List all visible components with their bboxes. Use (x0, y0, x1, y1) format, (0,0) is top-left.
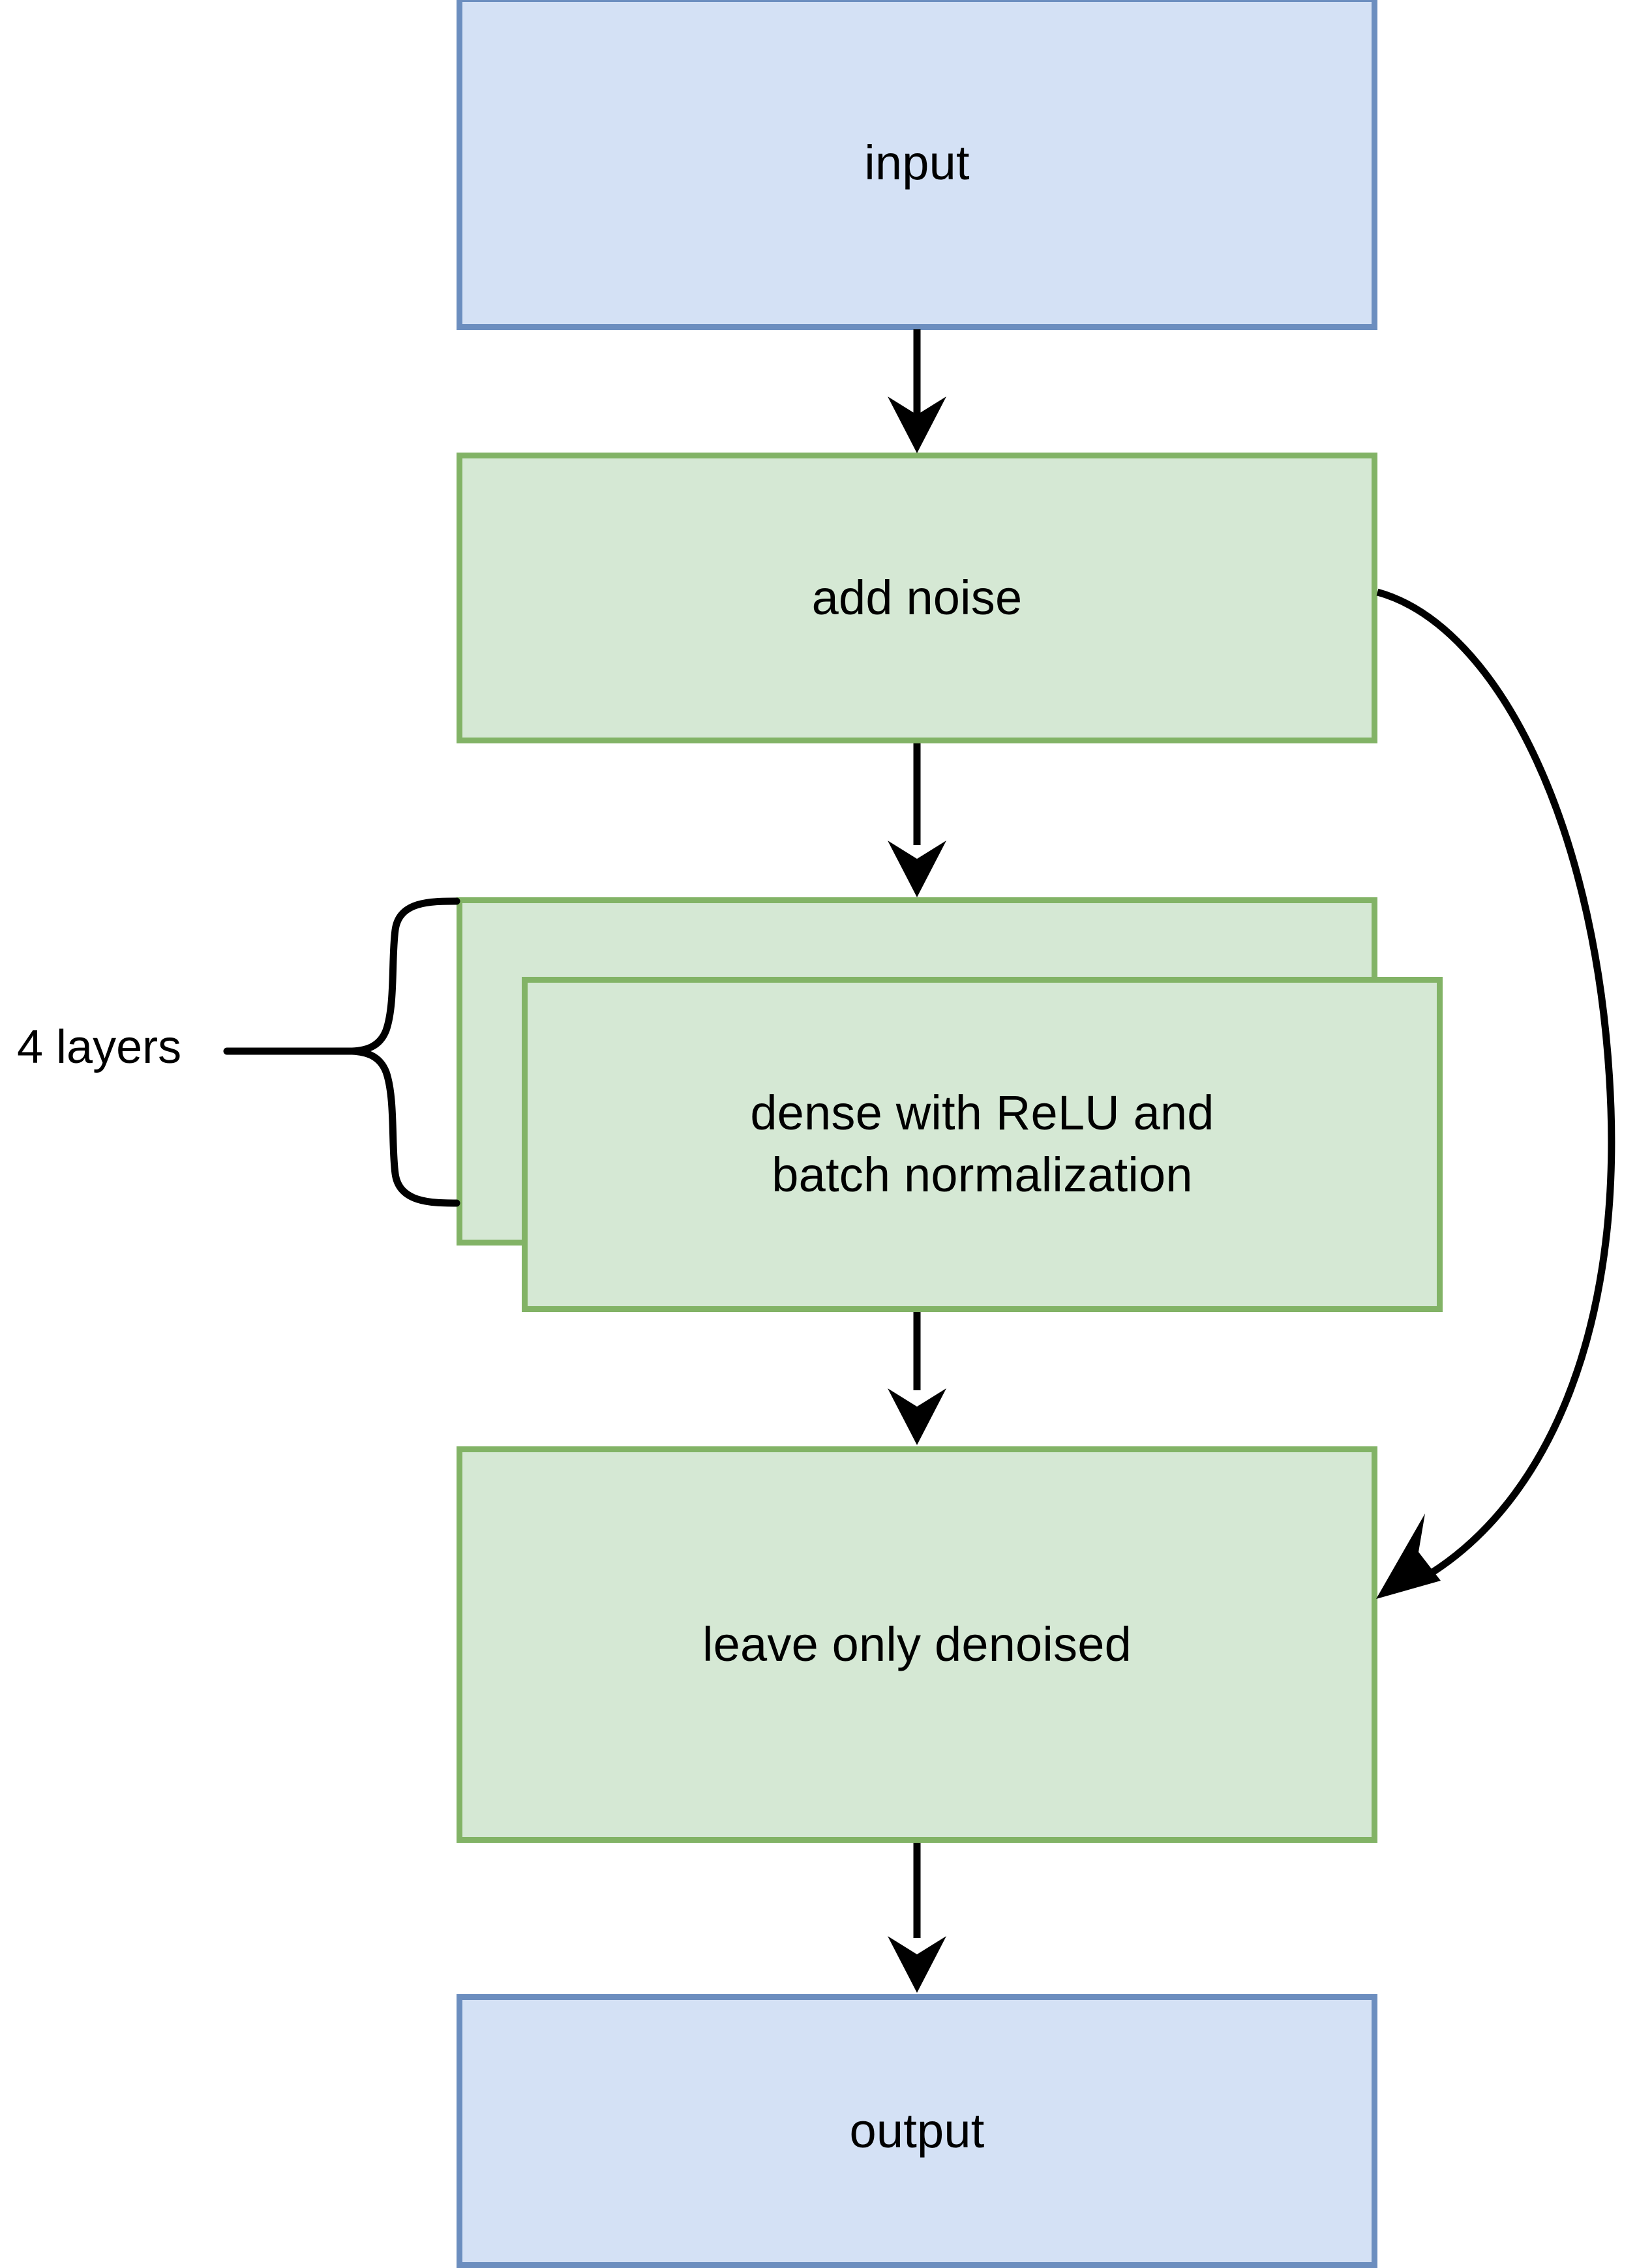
node-add-noise[interactable]: add noise (457, 453, 1377, 743)
edge-add-noise-to-dense-stack (888, 743, 946, 897)
edge-dense-stack-to-leave-denoised (888, 1312, 946, 1445)
node-input[interactable]: input (457, 0, 1377, 330)
node-leave-only-denoised[interactable]: leave only denoised (457, 1446, 1377, 1843)
node-dense-relu-batchnorm-label: dense with ReLU and batch normalization (750, 1086, 1214, 1202)
edge-input-to-add-noise (888, 329, 946, 453)
node-output[interactable]: output (457, 1994, 1377, 2268)
node-input-label: input (864, 135, 970, 190)
node-leave-only-denoised-label: leave only denoised (702, 1617, 1132, 1671)
four-layers-brace-icon (223, 897, 460, 1207)
edge-leave-denoised-to-output (888, 1843, 946, 1993)
node-add-noise-label: add noise (811, 570, 1023, 625)
node-output-label: output (849, 2103, 985, 2158)
layers-annotation-label: 4 layers (17, 1021, 182, 1073)
node-dense-relu-batchnorm[interactable]: dense with ReLU and batch normalization (522, 977, 1443, 1312)
